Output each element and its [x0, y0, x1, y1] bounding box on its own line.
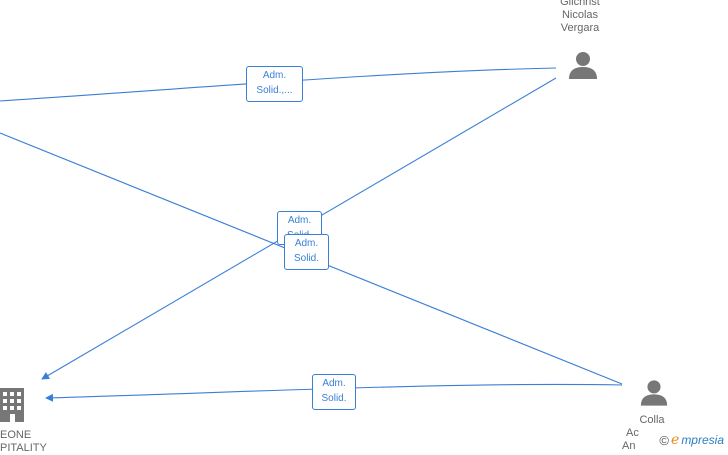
node-name-line: Nicolas: [561, 9, 599, 21]
node-name-line: Gilchrist: [560, 0, 600, 8]
brand-logo-initial: e: [671, 432, 680, 448]
brand-logo-text: mpresia: [681, 433, 724, 447]
person-icon[interactable]: [567, 50, 599, 80]
edge-label-line: Adm.: [287, 215, 312, 226]
edge-label-bottom-company[interactable]: Adm. Solid.: [312, 374, 356, 410]
edge-label-line: Solid.: [293, 253, 319, 264]
node-name-line: Colla: [639, 414, 665, 426]
edge-label-line: Adm.: [262, 70, 287, 81]
person-icon[interactable]: [639, 378, 669, 407]
node-name-line: PITALITY: [0, 442, 47, 454]
node-name-line: An: [622, 440, 636, 452]
building-icon[interactable]: [0, 388, 24, 422]
node-bottom-person-name[interactable]: Colla Ac An: [612, 414, 692, 453]
edge-label-line: Adm.: [322, 378, 346, 389]
edge-label-line: Adm.: [294, 238, 319, 249]
edge-label-line: Solid.,...: [256, 85, 293, 96]
node-top-person-name[interactable]: Gilchrist Nicolas Vergara: [540, 0, 620, 35]
edge-label-line: Solid.: [321, 393, 347, 404]
node-name-line: Ac: [626, 427, 639, 439]
node-company-name[interactable]: EONE PITALITY: [0, 429, 60, 455]
node-name-line: Vergara: [560, 22, 600, 34]
node-name-line: EONE: [0, 429, 32, 441]
edge-label-left-top[interactable]: Adm. Solid.,...: [246, 66, 303, 102]
copyright-icon: ©: [659, 432, 670, 448]
edge-label-left-bottom[interactable]: Adm. Solid.: [284, 234, 329, 270]
